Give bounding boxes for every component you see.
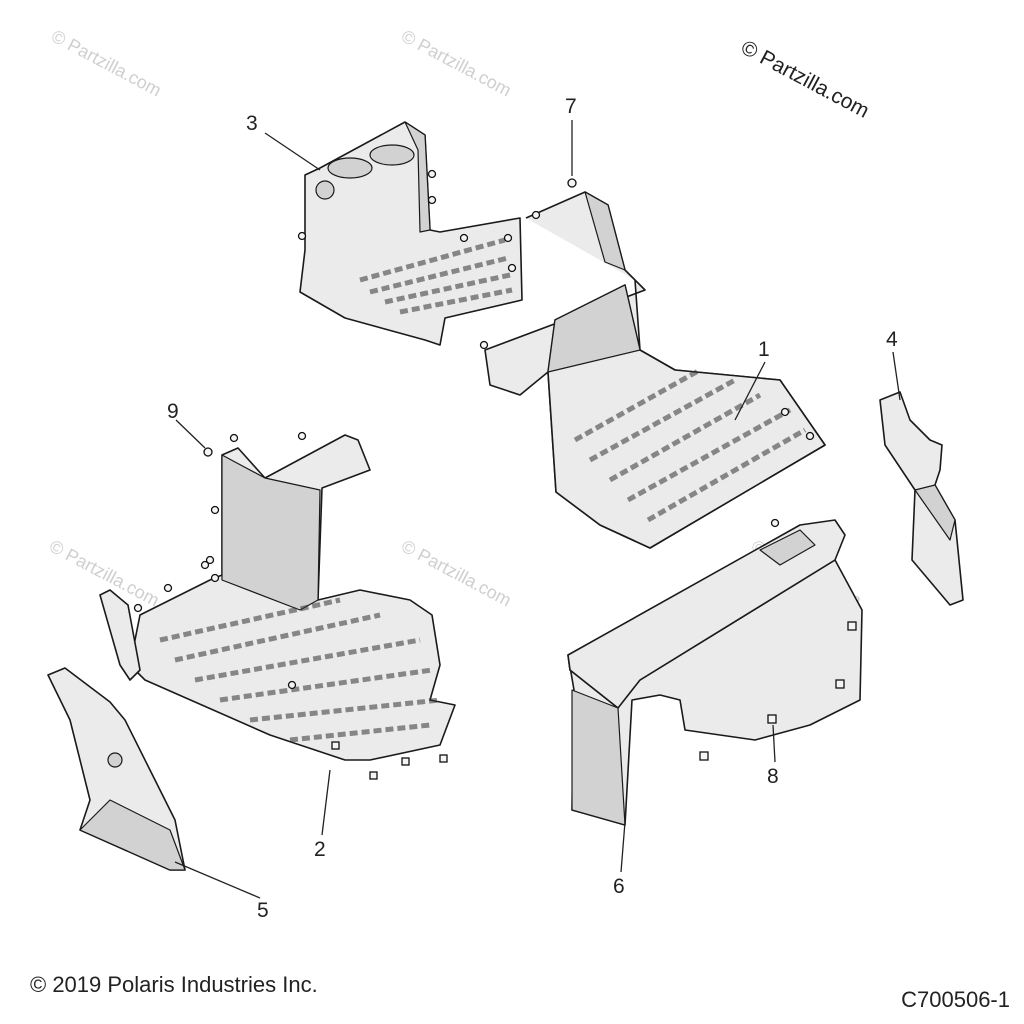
callout-2: 2 — [314, 838, 326, 861]
callout-6: 6 — [613, 875, 625, 898]
callout-8: 8 — [767, 765, 779, 788]
watermark-top-left: © Partzilla.com — [48, 26, 164, 101]
callout-4: 4 — [886, 328, 898, 351]
watermark-top-center: © Partzilla.com — [398, 26, 514, 101]
copyright-notice: © 2019 Polaris Industries Inc. — [30, 972, 318, 997]
callout-3: 3 — [246, 112, 258, 135]
callout-7: 7 — [565, 95, 577, 118]
leader-lines — [174, 120, 901, 899]
fastener-part-9 — [203, 447, 213, 457]
fastener-part-8 — [767, 714, 777, 724]
cup-holder-left — [327, 157, 373, 179]
part-1-floor-pan — [484, 191, 826, 549]
watermark-mid-center: © Partzilla.com — [398, 536, 514, 611]
fasteners — [133, 169, 857, 780]
part-2-front-floor — [99, 434, 456, 761]
fastener-part-7 — [567, 178, 577, 188]
part-3-center-console — [299, 121, 523, 346]
part-5-left-panel — [47, 667, 186, 871]
part-4-right-panel — [879, 391, 964, 606]
callout-9: 9 — [167, 400, 179, 423]
callout-1: 1 — [758, 338, 770, 361]
callout-5: 5 — [257, 899, 269, 922]
part-6-rear-bin — [567, 519, 863, 826]
callouts: 1 2 3 4 5 6 7 8 9 — [167, 95, 898, 922]
watermarks: © Partzilla.com © Partzilla.com © Partzi… — [46, 26, 864, 611]
cup-holder-right — [369, 144, 415, 166]
figure-id: C700506-1 — [901, 987, 1010, 1012]
